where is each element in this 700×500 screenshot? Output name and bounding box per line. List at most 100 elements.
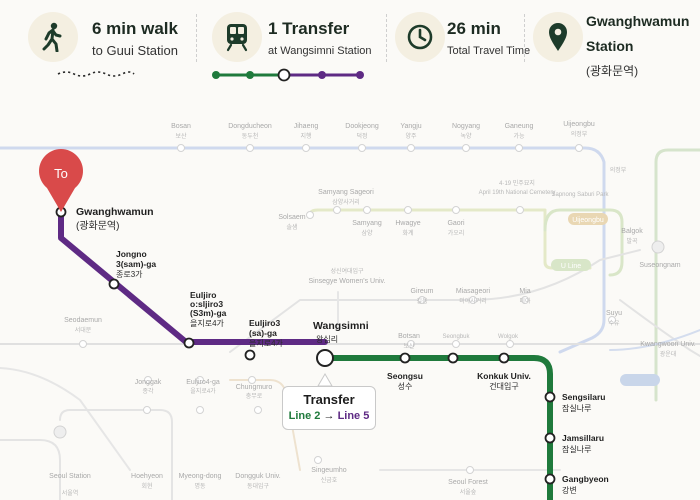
bg-label: Seongbuk [442,334,470,340]
callout-pointer [317,373,333,387]
clock-icon [407,24,433,50]
bg-badge-label: U Line [561,263,581,270]
bg-label: 신금호 [321,476,338,484]
bg-label: 녹양 [460,132,472,140]
time-summary: 26 min Total Travel Time [395,0,530,92]
station-label-en: 3(sam)-ga [116,259,156,269]
walk-summary: 6 min walk to Guui Station [28,0,188,92]
bg-label: Dookjeong [345,123,379,130]
bg-label: 지행 [300,132,311,140]
destination-pin[interactable]: To [39,149,84,212]
station-label-en: Jongno [116,249,147,259]
bg-label: 4·19 민주묘지 [499,179,535,187]
destination-summary: Gwanghwamun Station (광화문역) [533,0,693,92]
route-station[interactable] [244,349,256,361]
station-label-ko: 잠실나루 [562,403,591,413]
background-line-gyeongui [543,208,624,277]
transfer-station-wangsimni[interactable] [316,349,334,367]
route-station[interactable] [498,352,510,364]
bg-label: Solsaem [278,214,305,221]
bg-label: 삼양 [361,229,373,237]
station-label-en: Gwanghwamun [76,206,154,218]
bg-label: 발곡 [626,237,638,245]
route-station-labels: Gwanghwamun (광화문역) Jongno 3(sam)-ga 종로3가… [76,206,609,495]
station-label-en: Sengsilaru [562,392,605,402]
bg-label: Sinsegye Women's Univ. [309,278,386,285]
bg-label: Botsan [398,333,420,340]
bg-label: 회현 [141,482,152,490]
time-subtitle: Total Travel Time [447,45,531,57]
station-label-en: o:sljiro3 [190,299,223,309]
walk-icon-circle [28,12,78,62]
transfer-arrow-icon: → [323,410,335,422]
bg-label: Samyang Sageori [318,189,374,196]
walk-subtitle: to Guui Station [92,43,178,58]
from-line-label: Line 2 [288,410,321,422]
bg-label: Seoul Station [49,473,91,480]
station-label-ko: 왕십리 [316,335,338,344]
bg-label: Jihaeng [294,123,319,130]
bg-label: Wolgok [498,334,519,340]
time-title: 26 min [447,19,501,38]
station-label-en: Jamsillaru [562,433,604,443]
route-station[interactable] [544,432,556,444]
bg-label: 미아사거리 [459,297,487,305]
bg-label: 명동 [194,482,206,490]
bg-label: 종각 [142,388,154,395]
background-line-gray-5 [59,409,173,500]
map-pin-icon [39,149,84,212]
bg-label: 광운대 [660,350,677,358]
to-line-label: Line 5 [337,410,370,422]
pin-label: To [54,166,68,181]
background-line-gray-3 [0,367,131,471]
background-line-gray-4 [619,299,700,357]
bg-label: Gireum [411,288,434,295]
bg-label: Hoehyeon [131,473,163,480]
bg-label: Nogyang [452,123,480,130]
route-station[interactable] [108,278,120,290]
background-line-1 [0,146,606,354]
bg-label: Ganeung [505,123,534,130]
route-station[interactable] [183,337,195,349]
bg-label: 서울숲 [460,488,477,496]
destination-title-line2: Station [586,38,634,54]
bg-label: 화계 [402,229,413,237]
bg-label: 의정부 [571,130,588,138]
station-label-ko: 을지로4가 [249,339,284,348]
station-label-ko: 잠실나루 [562,444,591,454]
station-label-ko: 성수 [398,382,413,391]
subway-train-icon [226,24,248,52]
bg-label: Dongguk Univ. [235,473,280,480]
bg-label: 성신여대입구 [330,267,364,275]
background-line-badges: Uijeongbu U Line [551,213,660,386]
bg-label: 동두천 [242,132,259,140]
bg-label: 미아 [519,297,531,305]
bg-label: 서울역 [62,489,79,497]
bg-label: Hwagye [395,220,420,227]
route-station[interactable] [544,473,556,485]
bg-label: Seoul Forest [448,479,488,486]
station-label-en: (sa)-ga [249,328,277,338]
transfer-callout-lines: Line 2 → Line 5 [283,410,375,422]
station-label-en: Konkuk Univ. [477,371,531,381]
bg-label: Miasageori [456,288,491,295]
bg-label: April 19th National Cemetery [479,190,556,196]
route-station[interactable] [447,352,459,364]
bg-label: 보산 [403,342,415,350]
bg-label: 솔샘 [286,223,297,231]
transfer-route-indicator [212,68,364,82]
background-line-gray-6 [0,439,61,500]
bg-label: Samyang [352,220,382,227]
bg-label: Seodaemun [64,317,102,324]
background-line-blue-2 [609,329,700,351]
route-station[interactable] [544,391,556,403]
bg-badge-label: Uijeongbu [572,217,604,224]
background-line-green-right [654,148,700,402]
bg-label: 동대입구 [247,482,270,490]
bg-label: 양주 [405,132,417,140]
location-icon-circle [533,12,583,62]
route-line2-segment [58,207,328,345]
route-line5-segment [325,355,553,500]
route-station[interactable] [399,352,411,364]
